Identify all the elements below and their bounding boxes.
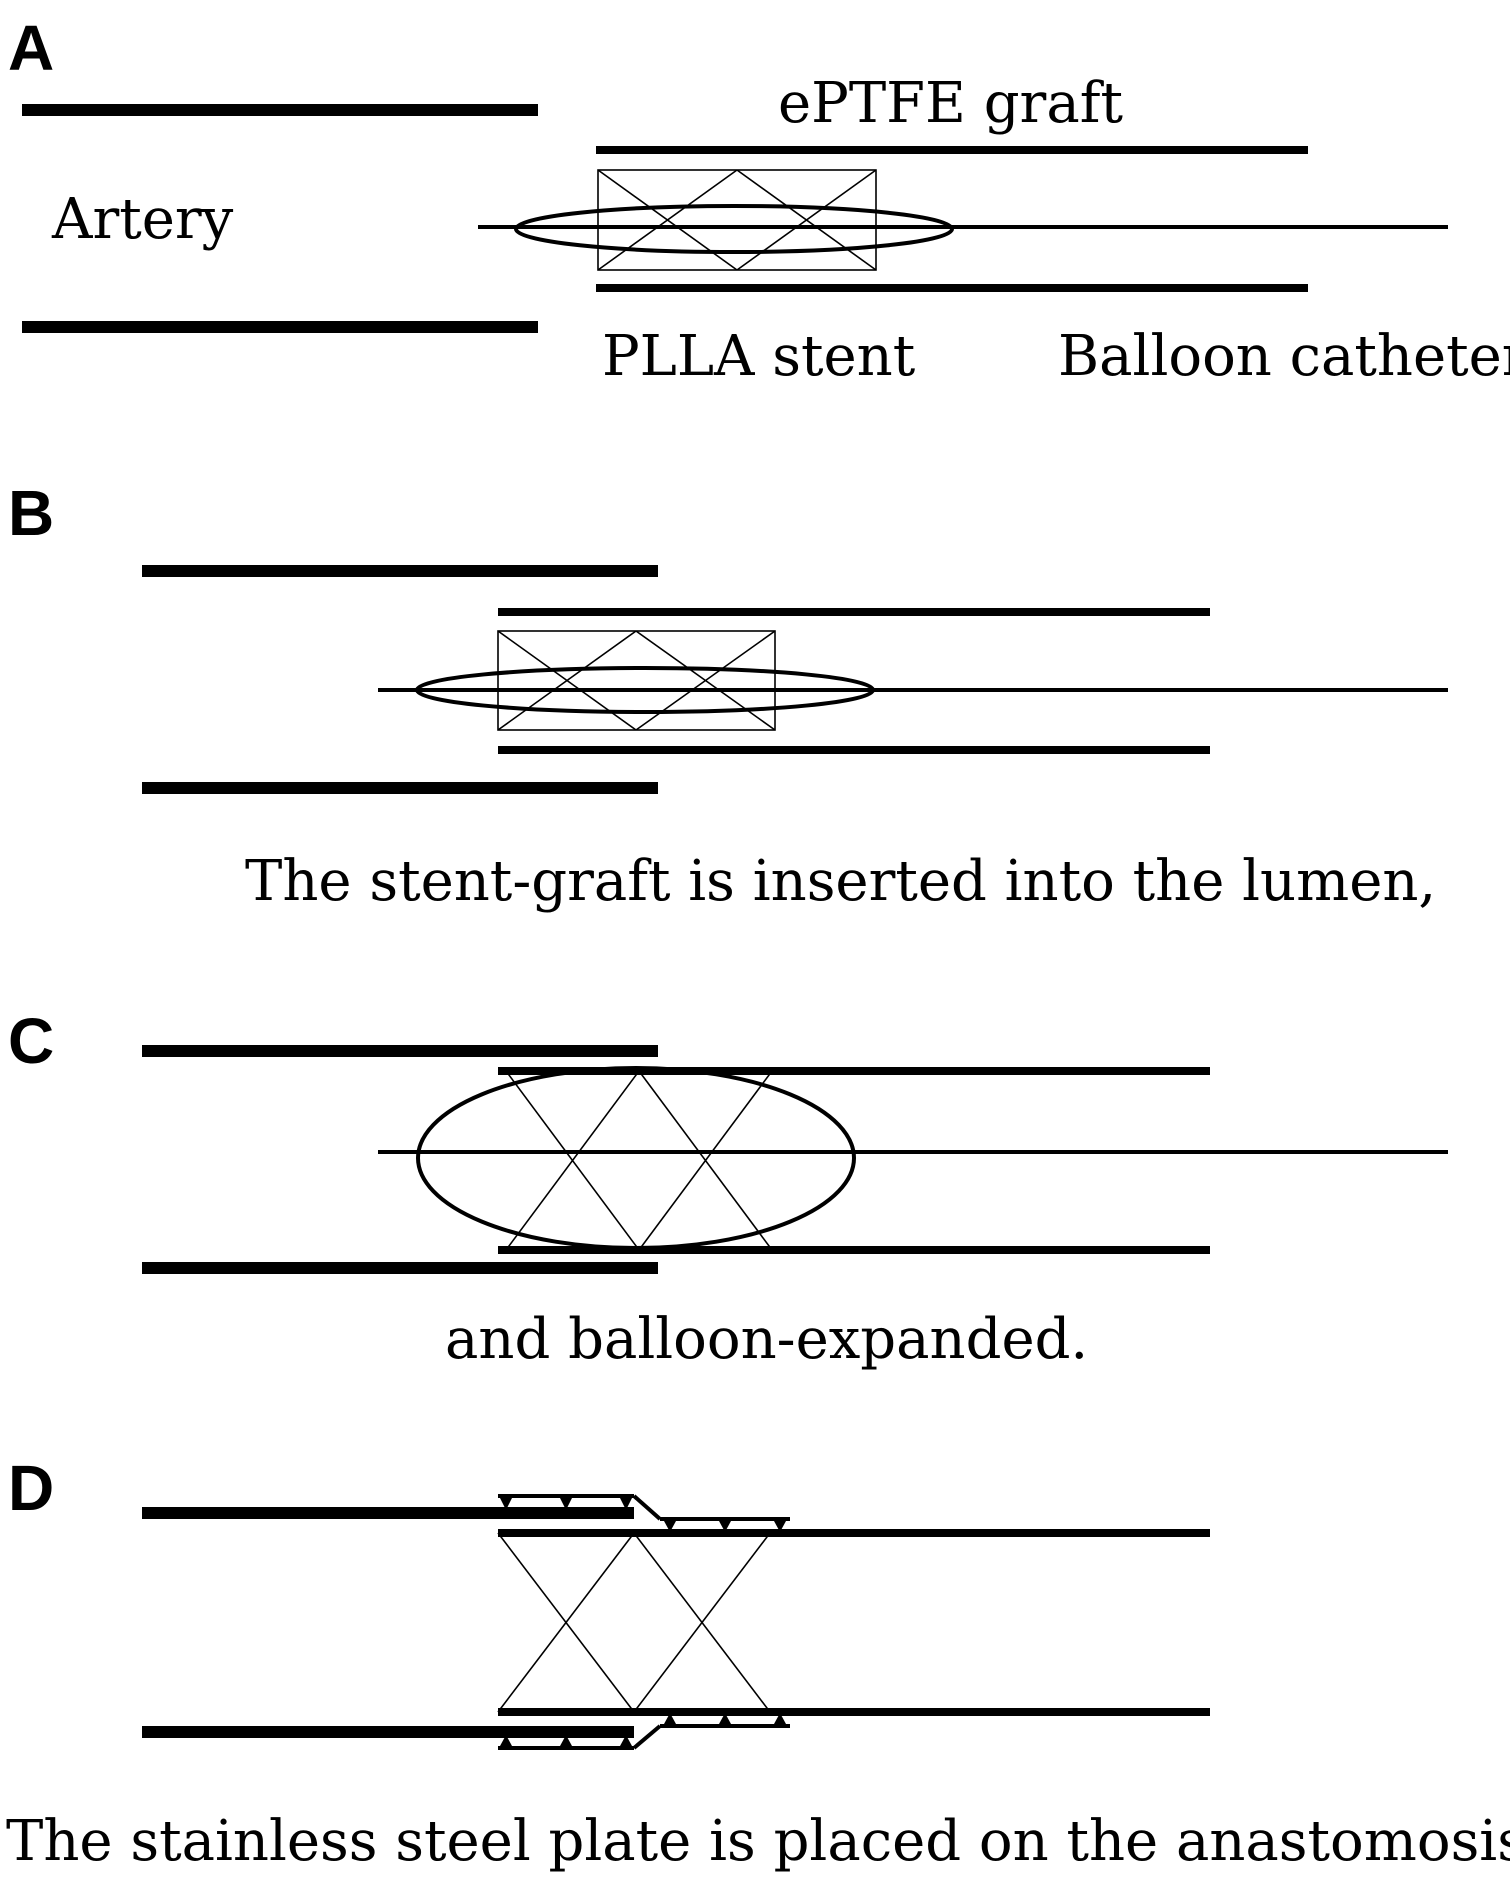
artery-label: Artery [51, 187, 234, 252]
pla-stent-folded [597, 169, 877, 271]
panel-b-letter: B [8, 477, 54, 549]
balloon-catheter-label: Balloon catheter [1058, 324, 1510, 389]
pla-stent-expanded [497, 1532, 771, 1713]
panel-d: D [6, 1452, 1510, 1874]
balloon-inflated [416, 1066, 856, 1250]
eptfe-graft-label: ePTFE graft [778, 71, 1123, 136]
pla-stent-expanded [505, 1070, 773, 1251]
pla-stent-folded [497, 630, 776, 731]
balloon-deflated [415, 666, 875, 714]
panel-c-caption: and balloon-expanded. [445, 1307, 1088, 1372]
panel-b-caption: The stent-graft is inserted into the lum… [245, 849, 1436, 914]
panel-a-letter: A [8, 12, 54, 84]
plla-stent-label: PLLA stent [602, 324, 916, 389]
panel-d-caption: The stainless steel plate is placed on t… [6, 1809, 1510, 1874]
panel-c: C and balloon-expanded. [8, 1005, 1448, 1372]
panel-c-letter: C [8, 1005, 54, 1077]
steel-plate-lower [498, 1713, 790, 1750]
panel-d-letter: D [8, 1452, 54, 1524]
balloon-deflated [514, 204, 954, 254]
steel-plate-upper [498, 1494, 790, 1532]
panel-b: B The stent-graft is inserted into the l… [8, 477, 1448, 914]
panel-a: A ePTFE graft Artery PLLA stent Balloon … [8, 12, 1510, 389]
